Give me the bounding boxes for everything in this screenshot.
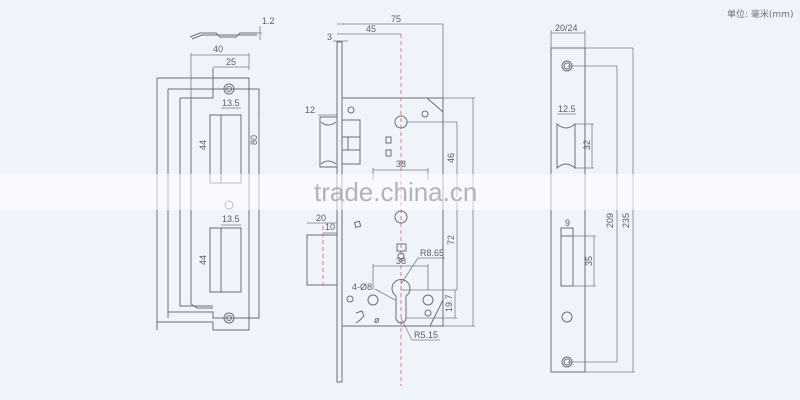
dim-latch-width: 12.5: [558, 104, 576, 114]
dim-faceplate-thickness: 3: [327, 32, 332, 42]
dim-top-to-handle: 46: [446, 153, 456, 163]
dim-slot-height-bottom: 44: [198, 255, 208, 265]
dim-latch-height: 32: [582, 140, 592, 150]
dim-cylinder-radius-bottom: R5.15: [414, 330, 438, 340]
dim-width-25: 25: [226, 57, 236, 67]
strike-plate-view: 1.2 40 25 13.5 44 80 13.5: [156, 16, 275, 331]
dim-bolt-half: 10: [325, 222, 335, 232]
dim-overall-length: 235: [621, 213, 631, 228]
faceplate-view: 20/24 235 209 12.5 32 9: [550, 23, 635, 373]
dim-cylinder-radius-top: R8.65: [420, 248, 444, 258]
dim-handle-distance: 38: [396, 159, 406, 169]
dim-slot-width-top: 13.5: [222, 98, 240, 108]
dim-slot-width-bottom: 13.5: [222, 214, 240, 224]
watermark-text: trade.china.cn: [314, 177, 477, 207]
dim-mounting-holes: 4-Ø8: [352, 282, 372, 292]
dim-backset: 45: [366, 24, 376, 34]
watermark-band: [0, 174, 800, 210]
unit-label: 单位: 毫米(mm): [727, 8, 793, 20]
dim-cylinder-offset: 19.7: [444, 294, 454, 312]
dim-thickness: 1.2: [262, 16, 275, 26]
dim-cylinder-distance: 38: [396, 256, 406, 266]
dim-overall-width: 75: [391, 14, 401, 24]
phi-mark: ø: [374, 315, 380, 325]
dim-slot-height-top: 44: [198, 140, 208, 150]
dim-faceplate-width: 20/24: [555, 23, 578, 33]
dim-slot-spacing: 80: [249, 135, 259, 145]
dim-bolt-offset: 9: [565, 218, 570, 228]
dim-latch-projection: 12: [305, 105, 315, 115]
dim-width-40: 40: [213, 44, 223, 54]
dim-bolt-projection: 20: [316, 213, 326, 223]
dim-bolt-height: 35: [584, 256, 594, 266]
dim-hole-spacing: 209: [605, 213, 615, 228]
dim-handle-to-cylinder: 72: [446, 235, 456, 245]
